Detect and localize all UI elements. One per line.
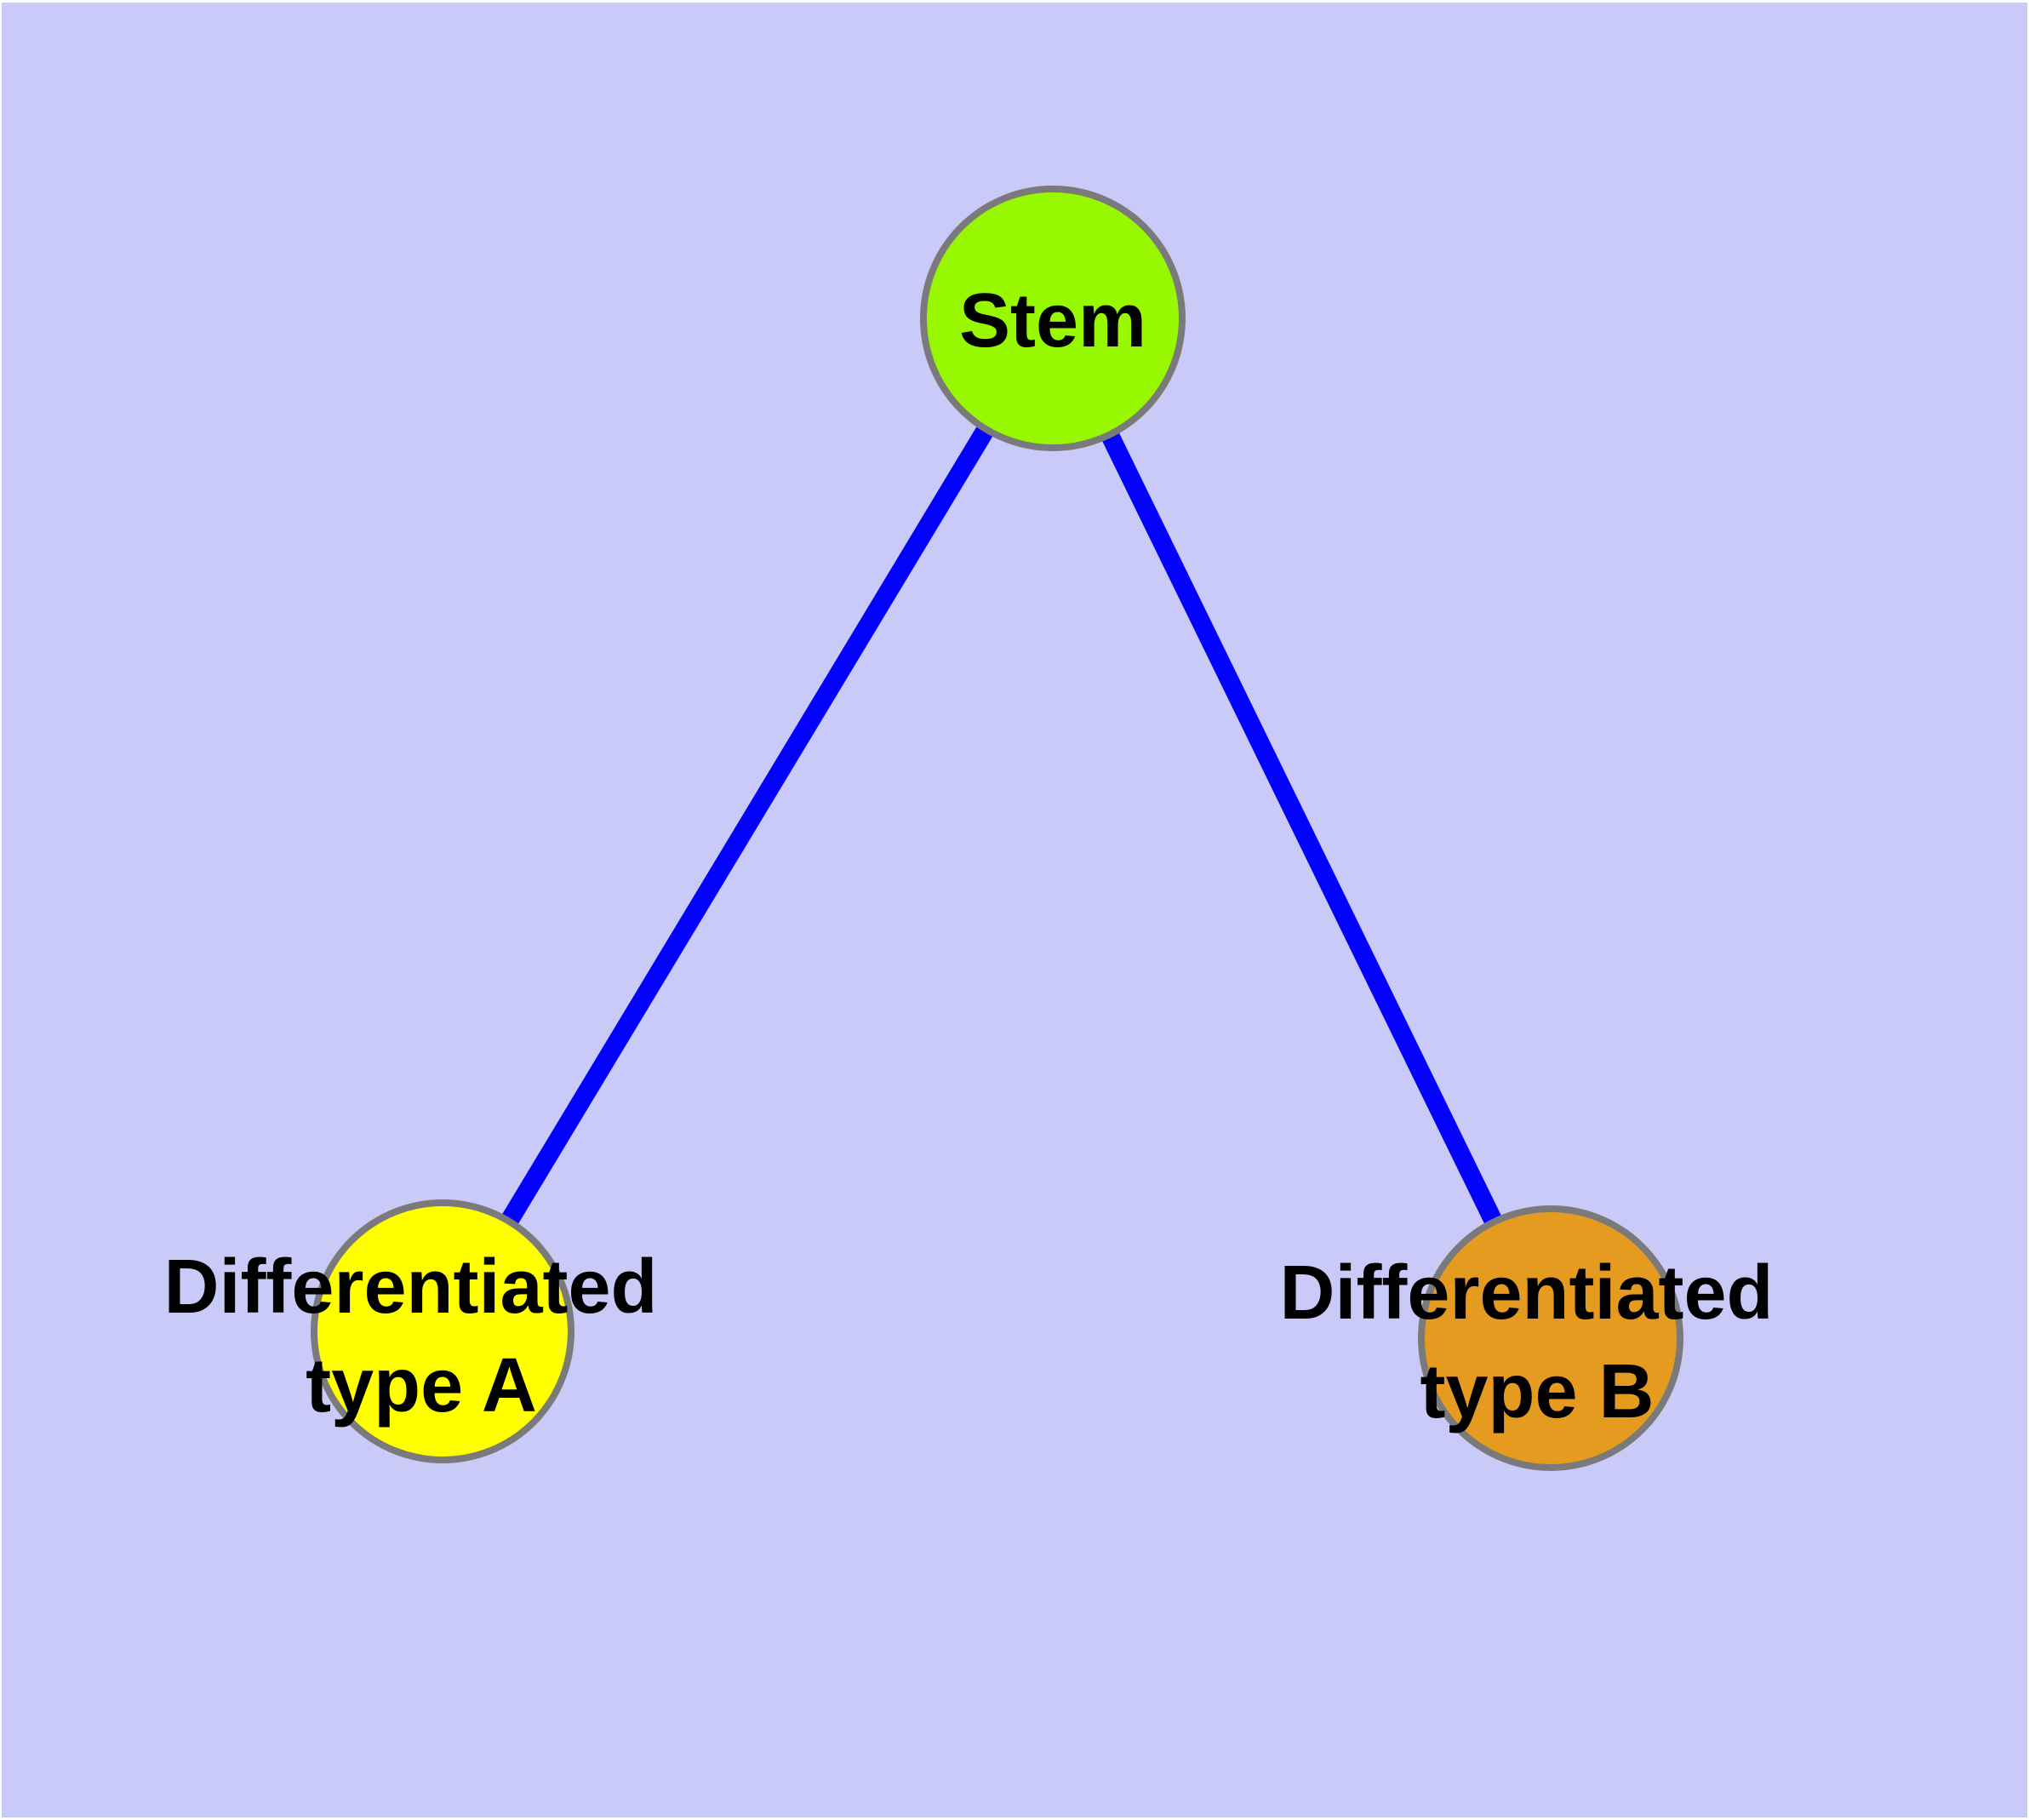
node-type-a-label: Differentiated type A — [163, 1245, 678, 1428]
node-type-a-label-line2: type A — [306, 1343, 537, 1428]
node-type-b-label: Differentiated type B — [1279, 1251, 1794, 1434]
node-stem-label: Stem — [959, 278, 1146, 363]
node-type-b-label-line1: Differentiated — [1279, 1251, 1773, 1336]
node-type-b-label-line2: type B — [1420, 1349, 1654, 1434]
edge-stem-to-type-a — [434, 313, 1061, 1336]
node-type-a-label-line1: Differentiated — [163, 1245, 657, 1330]
node-type-a-circle — [311, 1199, 574, 1463]
node-type-b-circle — [1418, 1205, 1683, 1471]
node-stem-circle — [920, 186, 1186, 451]
edge-stem-to-type-b — [1044, 314, 1559, 1342]
